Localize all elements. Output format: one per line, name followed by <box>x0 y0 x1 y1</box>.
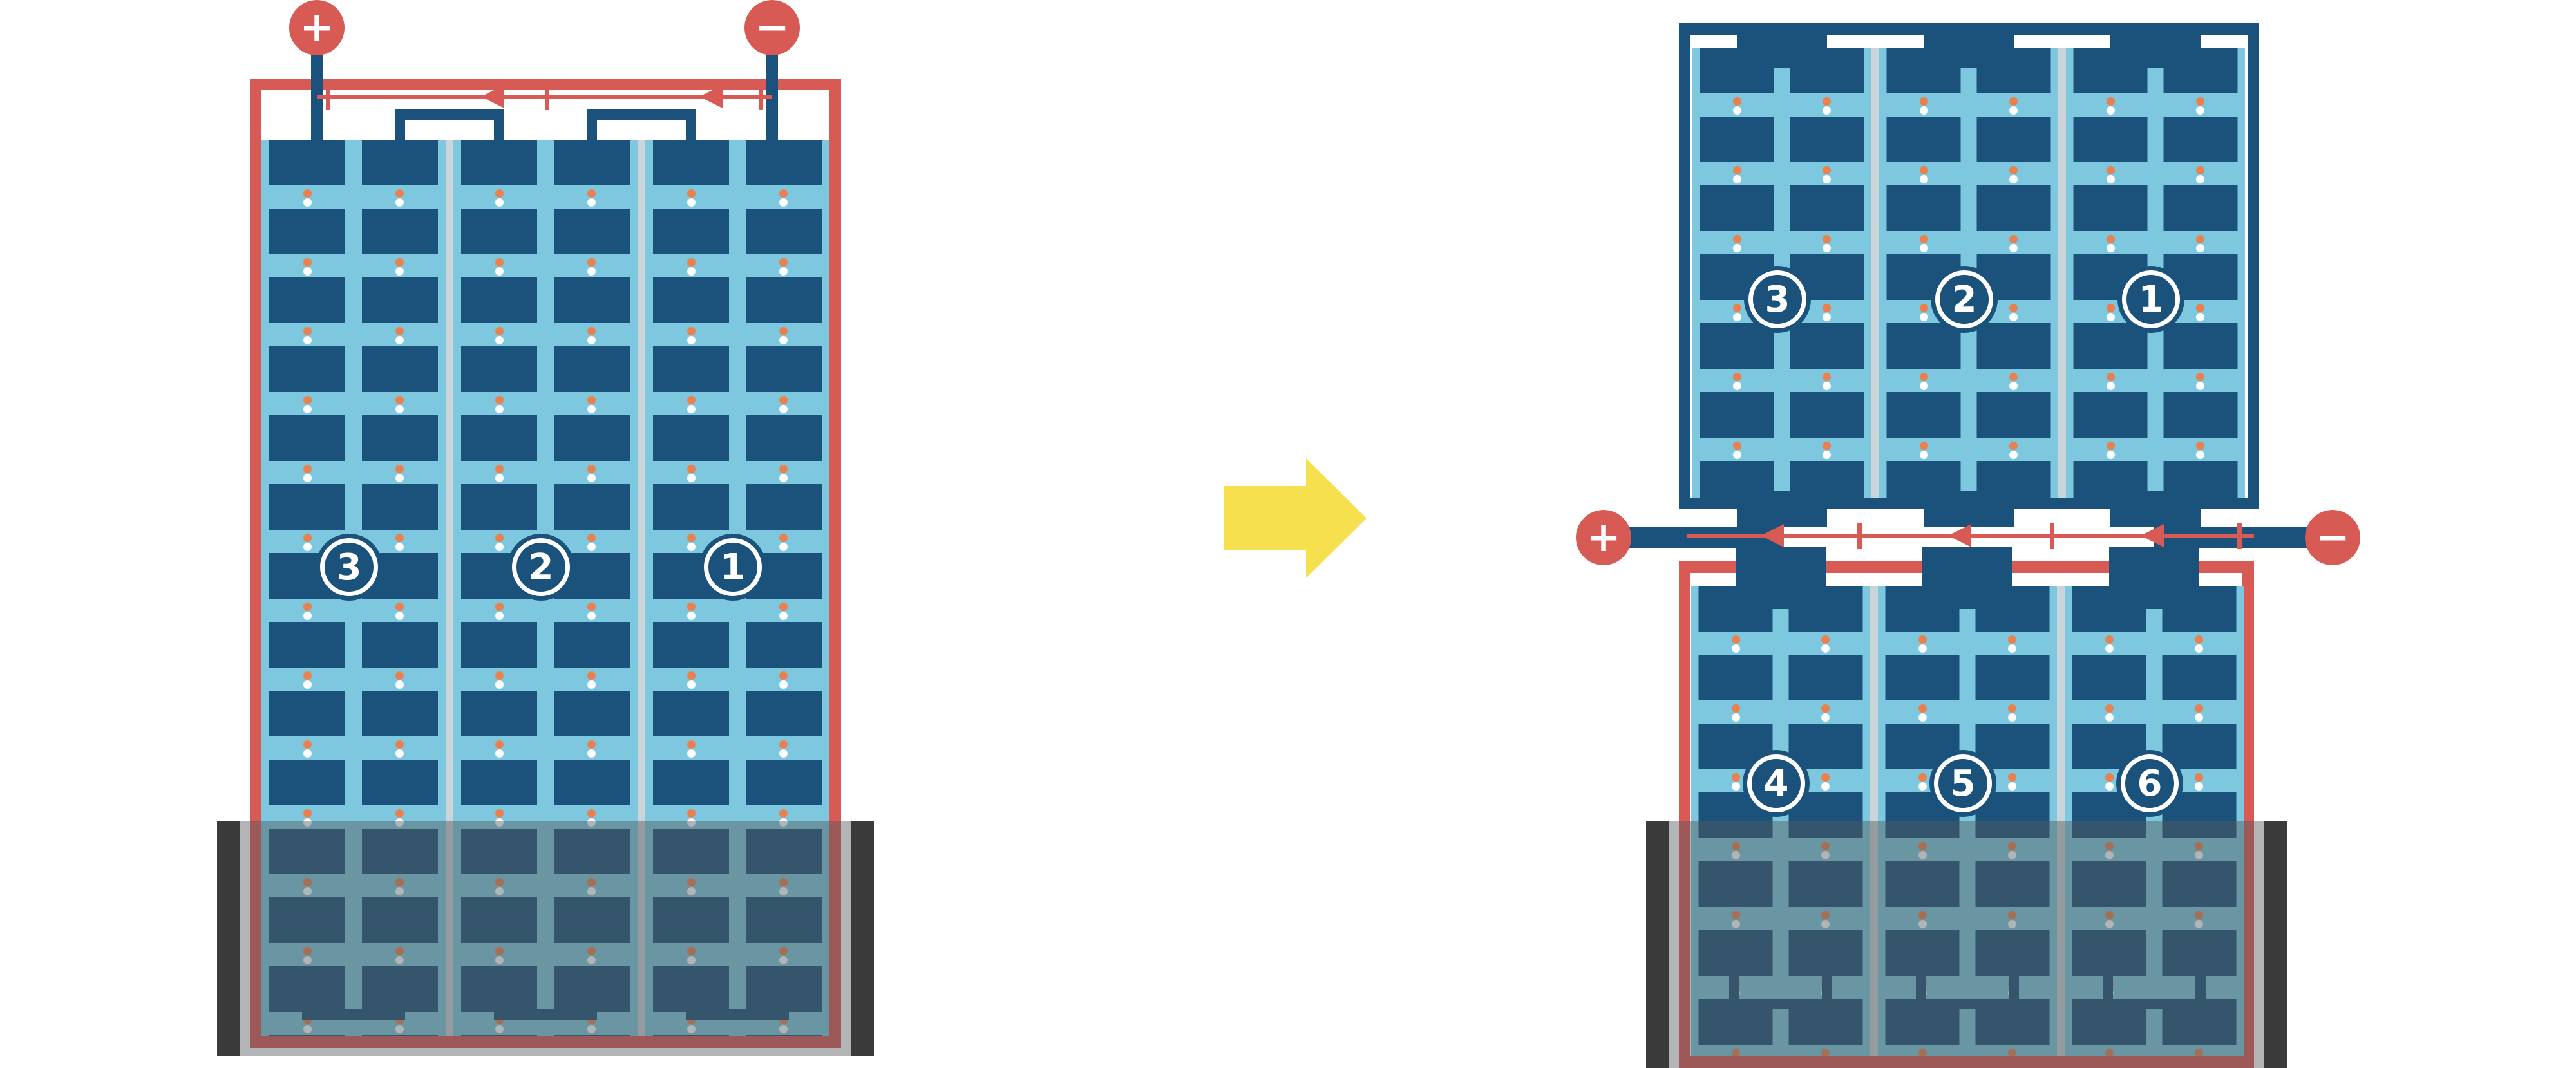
module-tab <box>2110 35 2201 68</box>
module-return-loop-icon <box>302 984 405 1020</box>
pv-module-6 <box>2065 586 2244 1056</box>
flow-tick <box>326 84 331 110</box>
flow-tick <box>1857 523 1862 549</box>
module-number-badge: 4 <box>1747 754 1805 812</box>
current-arrow-icon <box>1761 524 1785 547</box>
module-tab <box>2110 491 2201 527</box>
minus-terminal: − <box>2305 510 2360 565</box>
module-tab <box>1736 547 1826 609</box>
module-tab <box>2109 547 2199 609</box>
module-number-badge: 2 <box>512 538 570 596</box>
flow-tick <box>2237 523 2242 549</box>
flow-tick <box>758 84 763 110</box>
pv-module-4 <box>1691 586 1870 1056</box>
transform-arrow-icon <box>1224 486 1306 550</box>
module-return-loop-icon <box>2103 973 2206 1009</box>
shade-edge-bar-right <box>2264 821 2287 1068</box>
plus-lead-wire <box>311 36 323 174</box>
module-number-badge: 3 <box>1748 270 1806 328</box>
minus-lead-wire <box>766 36 778 174</box>
transform-arrow-head-icon <box>1306 458 1367 578</box>
minus-terminal: − <box>744 0 800 55</box>
shade-edge-bar-right <box>851 821 874 1056</box>
module-number-badge: 2 <box>1935 270 1993 328</box>
module-return-loop-icon <box>494 984 597 1020</box>
module-return-loop-icon <box>686 984 789 1020</box>
current-flow-line <box>1687 521 2254 550</box>
current-arrow-icon <box>480 85 504 108</box>
module-tab <box>1924 35 2014 68</box>
before-string-frame <box>250 79 841 1048</box>
module-tab <box>1924 491 2014 527</box>
flow-tick <box>544 84 549 110</box>
module-number-badge: 5 <box>1934 754 1992 812</box>
plus-terminal: + <box>1576 510 1631 565</box>
after-bottom-modules <box>1691 586 2244 1056</box>
shade-overlay <box>1646 821 2287 1068</box>
module-tab <box>1922 547 2012 609</box>
module-return-loop-icon <box>1916 973 2019 1009</box>
module-tab <box>1737 491 1827 527</box>
series-jumper-icon <box>395 109 504 148</box>
plus-terminal: + <box>289 0 345 55</box>
module-number-badge: 3 <box>320 538 378 596</box>
module-tab <box>1737 35 1827 68</box>
current-arrow-icon <box>2141 524 2164 547</box>
module-number-badge: 1 <box>704 538 762 596</box>
shade-overlay <box>217 821 874 1056</box>
current-flow-line <box>317 82 772 111</box>
flow-tick <box>2050 523 2055 549</box>
module-number-badge: 1 <box>2122 270 2180 328</box>
pv-module-2 <box>1879 48 2058 498</box>
shade-edge-bar-left <box>1646 821 1669 1068</box>
module-return-loop-icon <box>1729 973 1832 1009</box>
pv-module-5 <box>1878 586 2057 1056</box>
series-jumper-icon <box>587 109 696 148</box>
module-number-badge: 6 <box>2121 754 2179 812</box>
current-arrow-icon <box>699 85 723 108</box>
current-arrow-icon <box>1947 524 1971 547</box>
shade-edge-bar-left <box>217 821 240 1056</box>
